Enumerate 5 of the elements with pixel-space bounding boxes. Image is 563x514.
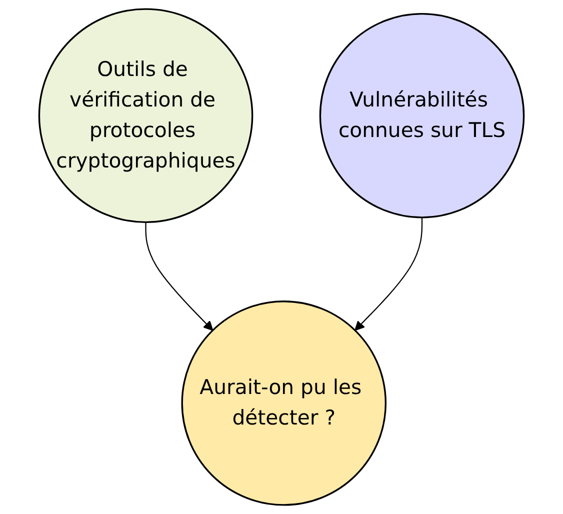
node-circle <box>319 12 525 218</box>
arrow <box>145 222 214 331</box>
node-circle <box>181 300 387 506</box>
arrow <box>354 217 423 331</box>
node-circle <box>38 8 254 224</box>
